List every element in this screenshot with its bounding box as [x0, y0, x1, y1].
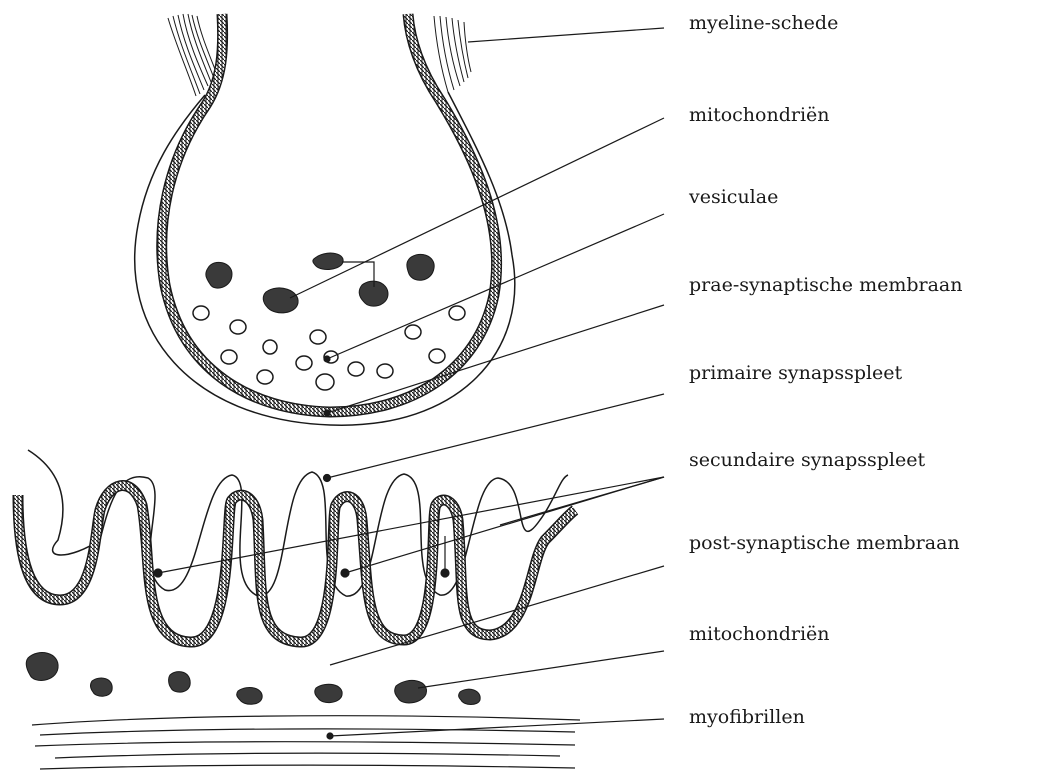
- label-mitochondria-presynaptic: mitochondriën: [689, 106, 830, 125]
- postsynaptic-region: [18, 450, 580, 769]
- label-presynaptic-membrane: prae-synaptische membraan: [689, 276, 963, 295]
- synaptic-vesicles: [193, 306, 465, 390]
- muscle-mitochondria: [26, 653, 480, 705]
- label-postsynaptic-membrane: post-synaptische membraan: [689, 534, 960, 553]
- label-myofibrils: myofibrillen: [689, 708, 805, 727]
- label-mitochondria-muscle: mitochondriën: [689, 625, 830, 644]
- presynaptic-terminal: [135, 14, 515, 425]
- postsynaptic-outline: [28, 450, 568, 596]
- label-vesicles: vesiculae: [689, 188, 778, 207]
- label-myeline-sheath: myeline-schede: [689, 14, 838, 33]
- label-secondary-cleft: secundaire synapsspleet: [689, 451, 925, 470]
- myofibrils: [32, 716, 580, 769]
- label-primary-cleft: primaire synapsspleet: [689, 364, 902, 383]
